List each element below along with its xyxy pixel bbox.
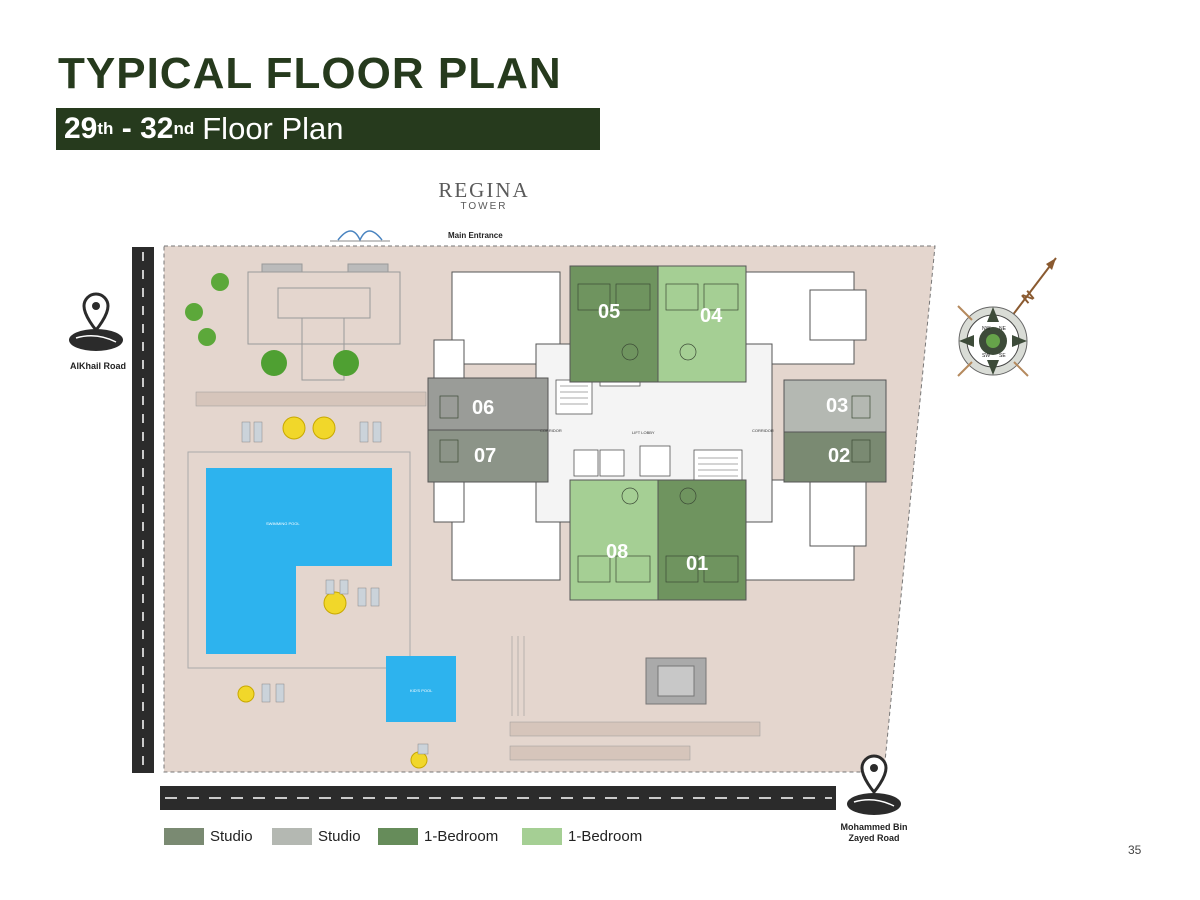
swimming-pool-label: SWIMMING POOL [266, 521, 300, 526]
umbrellas [237, 416, 428, 769]
mohammed-bin-zayed-road [160, 786, 836, 810]
legend-item-1bed-light: 1-Bedroom [522, 828, 642, 845]
legend-item-studio-dark: Studio [164, 828, 253, 845]
main-entrance-label: Main Entrance [448, 231, 503, 240]
unit-number-02: 02 [828, 445, 850, 467]
loungers [241, 421, 429, 755]
compass-icon: N NW NE SE SW [957, 257, 1057, 377]
legend-swatch [164, 828, 204, 845]
page-title: TYPICAL FLOOR PLAN [58, 49, 562, 98]
legend-swatch [272, 828, 312, 845]
page-number: 35 [1128, 843, 1142, 857]
trees [185, 273, 359, 376]
floor-end: 32 [140, 112, 174, 145]
legend-label: 1-Bedroom [568, 828, 643, 845]
alkhail-road-label: AlKhail Road [69, 361, 126, 371]
mbz-road-line1: Mohammed Bin [840, 822, 908, 832]
compass-nw: NW [982, 326, 991, 332]
floor-plan-label: Floor Plan [202, 111, 344, 146]
mbz-road-label: Mohammed Bin Zayed Road [822, 822, 926, 844]
tower-floor-plate: CORRIDOR CORRIDOR LIFT LOBBY 05 04 06 07… [427, 265, 887, 601]
pergola [247, 263, 401, 381]
seating-pavilion [645, 657, 707, 705]
legend-label: Studio [210, 828, 253, 845]
kids-pool [386, 656, 456, 722]
unit-number-01: 01 [686, 553, 708, 575]
mbz-road-line2: Zayed Road [848, 832, 900, 843]
legend-swatch [522, 828, 562, 845]
floor-end-suffix: nd [173, 119, 195, 138]
floor-start-suffix: th [97, 119, 114, 138]
entrance-canopy [330, 230, 390, 242]
compass-se: SE [999, 353, 1006, 359]
alkhail-road [132, 247, 154, 773]
compass-ne: NE [999, 326, 1007, 332]
unit-number-05: 05 [598, 301, 620, 323]
pool-deck [187, 451, 411, 669]
lift-lobby-label: LIFT LOBBY [632, 430, 655, 435]
regina-tower-logo: REGINA TOWER [424, 178, 544, 212]
unit-number-07: 07 [474, 445, 496, 467]
unit-number-08: 08 [606, 541, 628, 563]
floor-start: 29 [64, 112, 98, 145]
legend-swatch [378, 828, 418, 845]
steps [511, 636, 525, 716]
legend-item-1bed-dark: 1-Bedroom [378, 828, 498, 845]
swimming-pool [206, 468, 392, 654]
legend-label: Studio [318, 828, 361, 845]
corridor-label-left: CORRIDOR [540, 428, 562, 433]
legend-item-studio-light: Studio [272, 828, 361, 845]
corridor-label-right: CORRIDOR [752, 428, 774, 433]
logo-sub: TOWER [460, 201, 508, 212]
unit-number-06: 06 [472, 397, 494, 419]
location-pin-icon [847, 754, 901, 815]
floor-separator: - [113, 112, 141, 145]
kids-pool-label: KID'S POOL [410, 688, 433, 693]
hatched-walkways [195, 391, 761, 761]
compass-sw: SW [982, 353, 990, 359]
legend-label: 1-Bedroom [424, 828, 499, 845]
location-pin-icon [69, 292, 123, 351]
unit-number-04: 04 [700, 305, 723, 327]
logo-name: REGINA [438, 178, 530, 202]
unit-number-03: 03 [826, 395, 848, 417]
